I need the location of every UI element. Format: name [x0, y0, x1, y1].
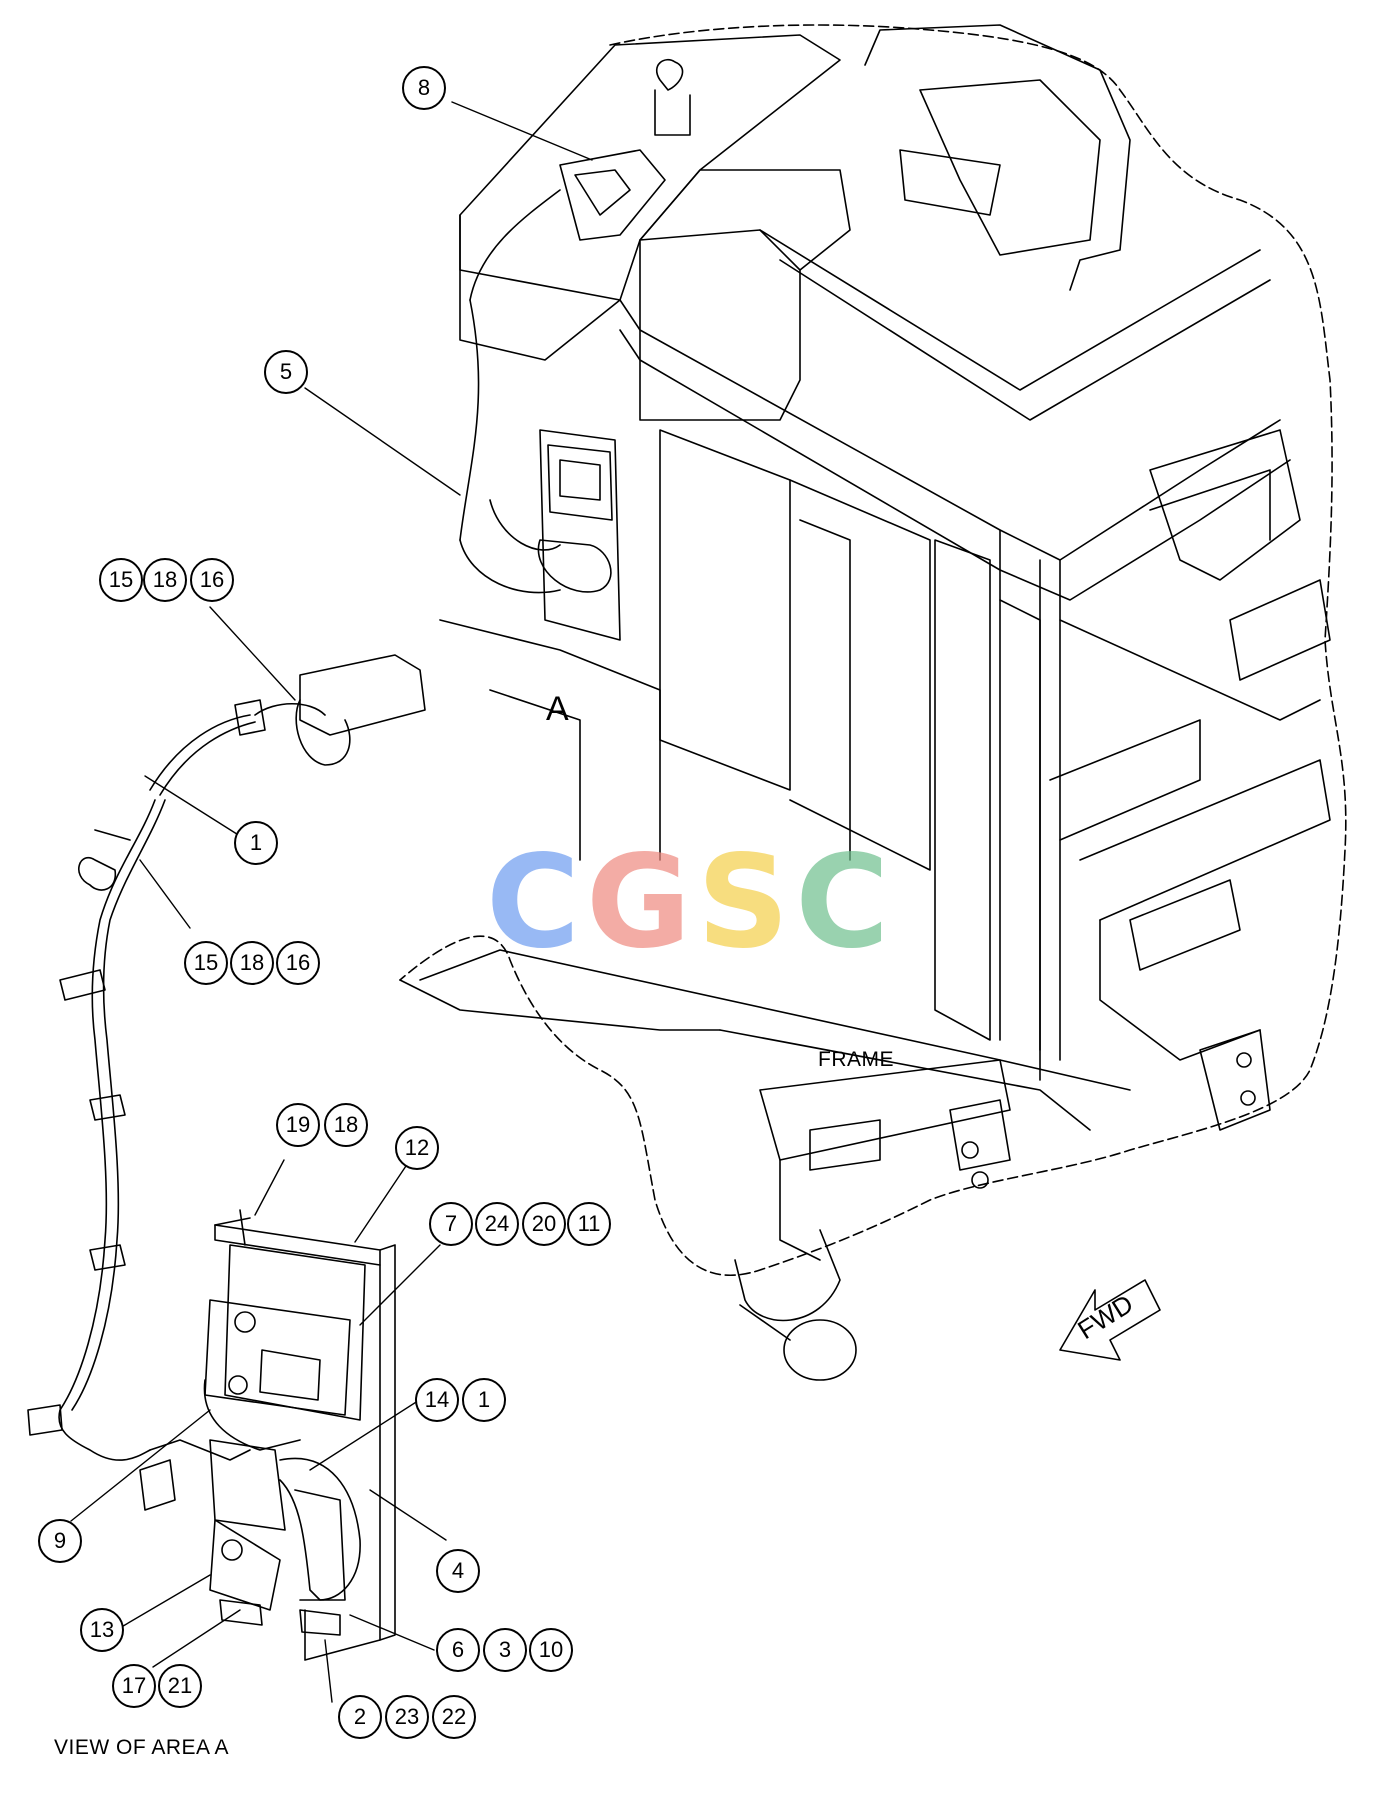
- frame-cross-members: [619, 229, 1331, 1131]
- area-a-mount: [439, 189, 661, 861]
- callout-21: 21: [158, 1664, 202, 1708]
- watermark-letter-4: C: [795, 828, 890, 977]
- fwd-arrow: [1059, 1279, 1161, 1361]
- callout-15b: 15: [184, 941, 228, 985]
- callout-10: 10: [529, 1628, 573, 1672]
- callout-11: 11: [567, 1202, 611, 1246]
- watermark-letter-2: G: [585, 828, 691, 977]
- callout-18b: 18: [230, 941, 274, 985]
- callout-18a: 18: [143, 558, 187, 602]
- frame-label: FRAME: [818, 1048, 894, 1071]
- callout-15a: 15: [99, 558, 143, 602]
- view-of-area-a-label: VIEW OF AREA A: [54, 1736, 230, 1759]
- callout-17: 17: [112, 1664, 156, 1708]
- detail-ecm-assembly: [203, 1209, 396, 1661]
- callout-24: 24: [475, 1202, 519, 1246]
- frame-lower-rail: [399, 949, 1131, 1381]
- callout-6: 6: [436, 1628, 480, 1672]
- leader-lines: [70, 101, 593, 1703]
- callout-18c: 18: [324, 1103, 368, 1147]
- area-a-label: A: [546, 690, 570, 728]
- frame-break-line: [399, 24, 1347, 1276]
- callout-13: 13: [80, 1608, 124, 1652]
- callout-5: 5: [264, 350, 308, 394]
- callout-2: 2: [338, 1695, 382, 1739]
- callout-20: 20: [522, 1202, 566, 1246]
- callout-16a: 16: [190, 558, 234, 602]
- fwd-label: FWD: [1072, 1288, 1138, 1345]
- callout-8: 8: [402, 66, 446, 110]
- callout-22: 22: [432, 1695, 476, 1739]
- frame-upper-structure: [459, 24, 1131, 421]
- cgsc-watermark: C G S C: [486, 838, 889, 968]
- callout-1a: 1: [234, 821, 278, 865]
- frame-center-panel: [659, 429, 1041, 1051]
- watermark-letter-1: C: [486, 828, 580, 977]
- callout-1b: 1: [462, 1378, 506, 1422]
- detail-harness: [27, 654, 426, 1511]
- callout-9: 9: [38, 1519, 82, 1563]
- callout-16b: 16: [276, 941, 320, 985]
- callout-14: 14: [415, 1378, 459, 1422]
- callout-12: 12: [395, 1126, 439, 1170]
- callout-7: 7: [429, 1202, 473, 1246]
- callout-4: 4: [436, 1549, 480, 1593]
- watermark-letter-3: S: [697, 828, 790, 977]
- callout-3: 3: [483, 1628, 527, 1672]
- callout-23: 23: [385, 1695, 429, 1739]
- callout-19: 19: [276, 1103, 320, 1147]
